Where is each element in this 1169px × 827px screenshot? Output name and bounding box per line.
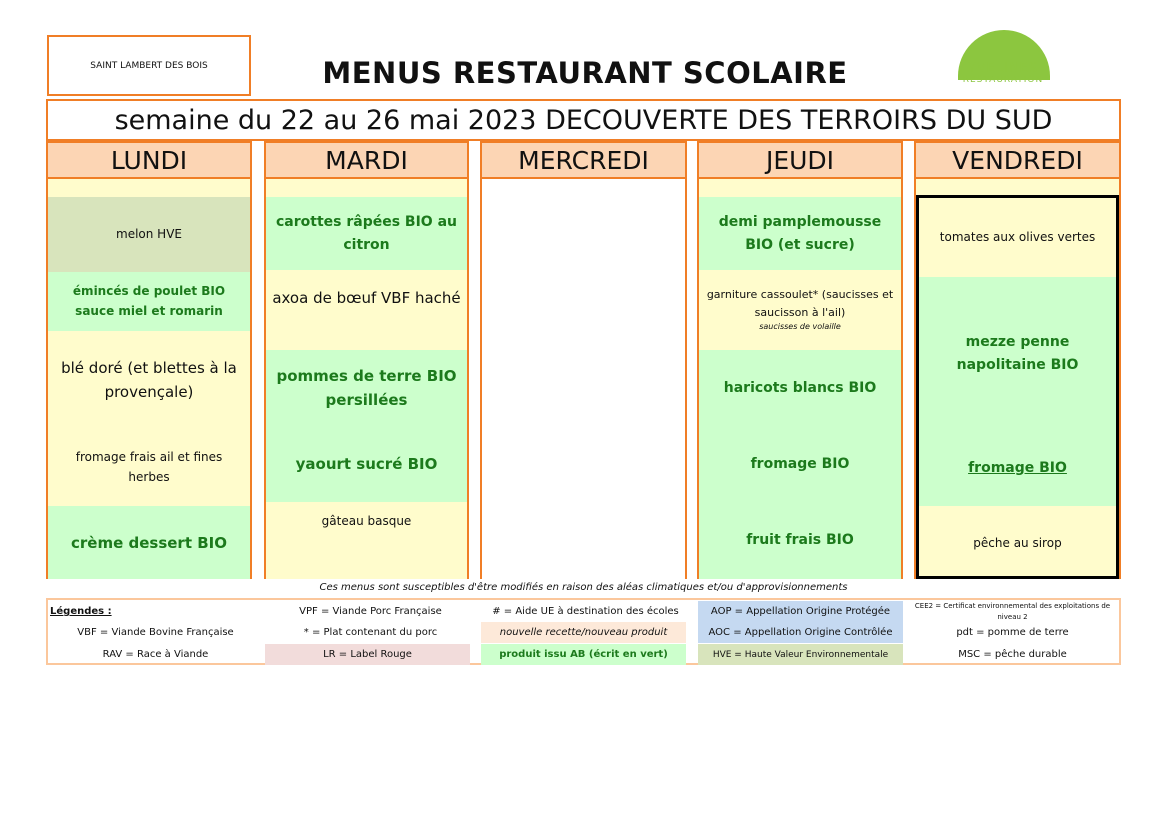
- spacer: [916, 179, 1119, 197]
- day-header: MARDI: [266, 141, 467, 179]
- logo-subtext: RESTAURATION: [962, 75, 1044, 85]
- menu-item: garniture cassoulet* (saucisses et sauci…: [706, 288, 894, 319]
- legend-item: RAV = Race à Viande: [102, 649, 209, 660]
- menu-item-group: garniture cassoulet* (saucisses et sauci…: [699, 270, 901, 350]
- menu-item: émincés de poulet BIO sauce miel et roma…: [48, 272, 250, 331]
- town-name: SAINT LAMBERT DES BOIS: [47, 35, 251, 96]
- menu-item: yaourt sucré BIO: [266, 426, 467, 502]
- menu-item: blé doré (et blettes à la provençale): [48, 331, 250, 429]
- menu-item: carottes râpées BIO au citron: [266, 197, 467, 270]
- logo: YVELINES RESTAURATION: [948, 24, 1058, 100]
- menu-item: pommes de terre BIO persillées: [266, 350, 467, 426]
- legend-item: VPF = Viande Porc Française: [299, 606, 442, 617]
- logo-text: YVELINES: [967, 61, 1039, 76]
- menu-item: fromage BIO: [919, 430, 1116, 506]
- day-column-lundi: LUNDI melon HVE émincés de poulet BIO sa…: [46, 141, 252, 579]
- legend-item: # = Aide UE à destination des écoles: [492, 606, 679, 617]
- day-header: JEUDI: [699, 141, 901, 179]
- week-banner: semaine du 22 au 26 mai 2023 DECOUVERTE …: [46, 99, 1121, 141]
- legend-title: Légendes :: [50, 606, 112, 617]
- menu-item: fromage frais ail et fines herbes: [48, 429, 250, 506]
- page-title: MENUS RESTAURANT SCOLAIRE: [322, 56, 848, 90]
- menu-item: mezze penne napolitaine BIO: [919, 277, 1116, 430]
- menu-item: axoa de bœuf VBF haché: [266, 270, 467, 350]
- legend-item: pdt = pomme de terre: [956, 627, 1069, 638]
- legend: Légendes : VPF = Viande Porc Française #…: [46, 598, 1121, 665]
- day-header: LUNDI: [48, 141, 250, 179]
- legend-item: * = Plat contenant du porc: [303, 627, 438, 638]
- legend-item: AOP = Appellation Origine Protégée: [698, 601, 903, 622]
- legend-item: produit issu AB (écrit en vert): [481, 644, 686, 665]
- day-column-vendredi: VENDREDI tomates aux olives vertes mezze…: [914, 141, 1121, 579]
- menu-item-note: saucisses de volaille: [759, 322, 841, 332]
- highlight-box: tomates aux olives vertes mezze penne na…: [916, 195, 1119, 579]
- menu-item: haricots blancs BIO: [699, 350, 901, 426]
- spacer: [266, 179, 467, 197]
- spacer: [48, 179, 250, 197]
- disclaimer-note: Ces menus sont susceptibles d'être modif…: [319, 582, 848, 593]
- menu-item: demi pamplemousse BIO (et sucre): [699, 197, 901, 270]
- legend-item: LR = Label Rouge: [265, 644, 470, 665]
- legend-item: CEE2 = Certificat environnemental des ex…: [914, 602, 1111, 621]
- day-column-mercredi: MERCREDI: [480, 141, 687, 579]
- day-column-jeudi: JEUDI demi pamplemousse BIO (et sucre) g…: [697, 141, 903, 579]
- empty-day: [482, 179, 685, 579]
- menu-item: pêche au sirop: [919, 506, 1116, 576]
- day-column-mardi: MARDI carottes râpées BIO au citron axoa…: [264, 141, 469, 579]
- day-header: MERCREDI: [482, 141, 685, 179]
- legend-item: AOC = Appellation Origine Contrôlée: [698, 622, 903, 643]
- menu-item: tomates aux olives vertes: [919, 198, 1116, 277]
- day-header: VENDREDI: [916, 141, 1119, 179]
- menu-item: gâteau basque: [266, 502, 467, 579]
- legend-item: nouvelle recette/nouveau produit: [481, 622, 686, 643]
- legend-item: HVE = Haute Valeur Environnementale: [698, 644, 903, 665]
- menu-item: crème dessert BIO: [48, 506, 250, 579]
- menu-item: fruit frais BIO: [699, 502, 901, 579]
- spacer: [699, 179, 901, 197]
- legend-item: VBF = Viande Bovine Française: [77, 627, 234, 638]
- menu-item: melon HVE: [48, 197, 250, 272]
- legend-item: MSC = pêche durable: [958, 649, 1067, 660]
- menu-item: fromage BIO: [699, 426, 901, 502]
